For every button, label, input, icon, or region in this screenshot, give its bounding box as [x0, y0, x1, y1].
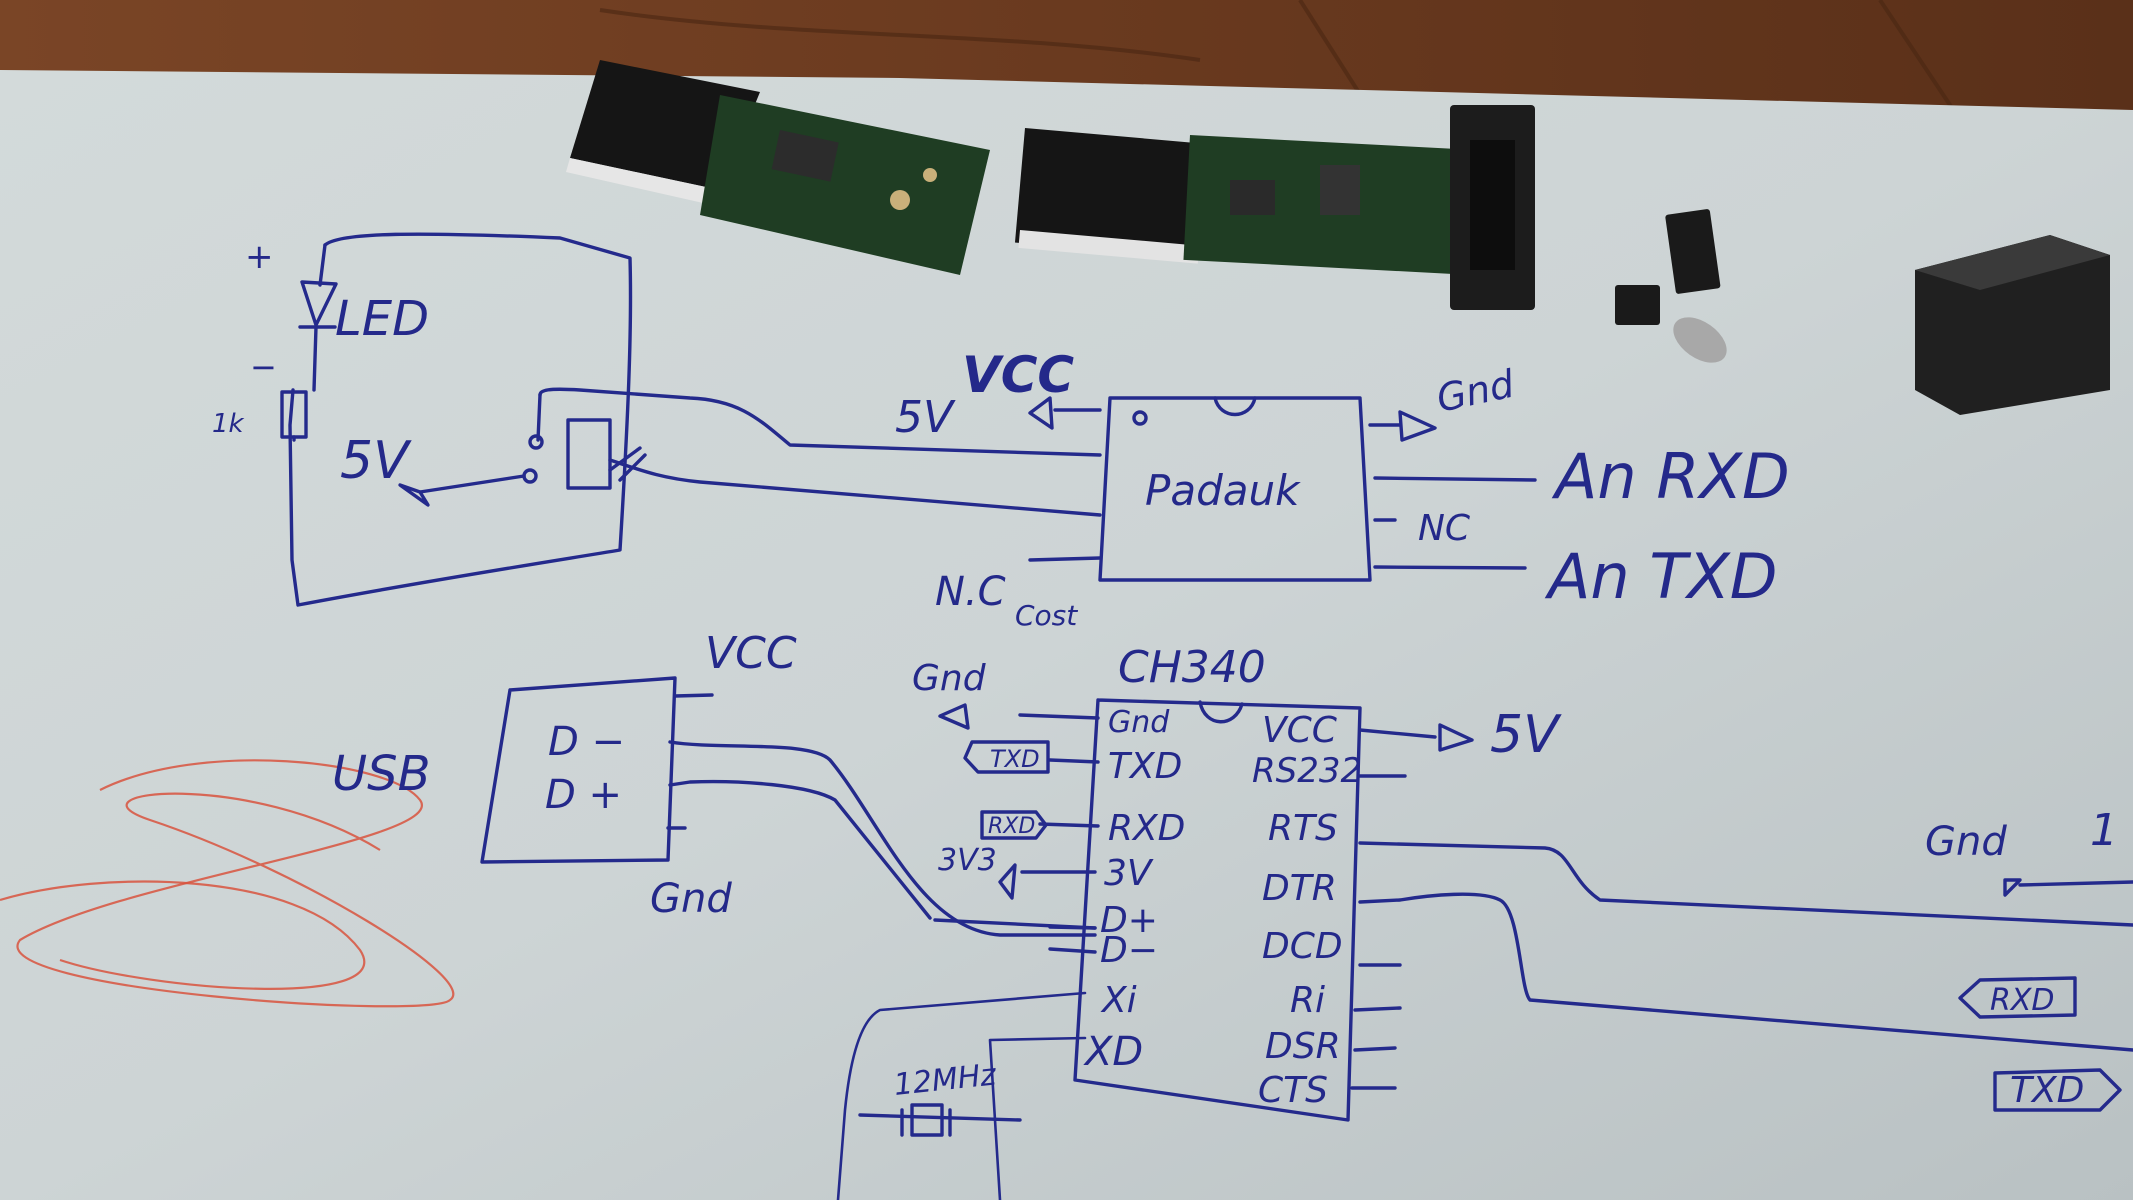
label-usb-vcc: VCC [705, 628, 797, 679]
ch340-pin-right-4: DTR [1262, 868, 1337, 909]
label-nc-right: NC [1418, 508, 1471, 549]
labels-usb: USB D − D + VCC Gnd [332, 628, 797, 922]
ch340-pin-right-5: DCD [1262, 926, 1343, 967]
padauk-chip [1028, 396, 1537, 582]
ch340-pin-right-3: RTS [1268, 808, 1338, 849]
label-tag-rxd: RXD [988, 814, 1035, 839]
label-usb-gnd: Gnd [650, 876, 732, 922]
black-cube [1915, 235, 2110, 415]
ch340-pin-right-1: VCC [1262, 710, 1338, 751]
ch340-pin-left-7: Xi [1100, 980, 1137, 1021]
labels-right-edge: Gnd 1 RXD TXD [1925, 805, 2118, 1111]
ch340-pin-left-8: XD [1083, 1029, 1143, 1075]
usb-connector [480, 676, 1097, 937]
label-plus: + [245, 237, 274, 277]
label-an-txd: An TXD [1544, 540, 1778, 613]
label-minus: − [250, 348, 277, 386]
label-nc-left: N.C [935, 569, 1006, 615]
ch340-pin-left-1: Gnd [1108, 705, 1170, 740]
ch340-pin-right-6: Ri [1290, 980, 1325, 1021]
label-d-minus: D − [548, 719, 625, 765]
ch340-pin-right-2: RS232 [1252, 751, 1362, 791]
label-tag-rxd-right: RXD [1990, 983, 2055, 1018]
label-ch340-gnd-left: Gnd [912, 658, 987, 699]
usb-stick-left [566, 60, 990, 275]
ch340-pin-left-3: RXD [1108, 808, 1185, 849]
label-one-right: 1 [2090, 805, 2118, 856]
loose-chips [1615, 209, 1727, 363]
ch340-pin-left-5: D+ [1100, 900, 1158, 941]
ch340-pin-left-4: 3V [1104, 853, 1154, 894]
paper-sheet [0, 70, 2133, 1200]
label-ch340-title: CH340 [1118, 642, 1266, 693]
ch340-pin-right-7: DSR [1265, 1026, 1341, 1067]
label-5v-left: 5V [895, 392, 956, 443]
label-an-rxd: An RXD [1551, 440, 1790, 513]
ch340-chip [836, 698, 2133, 1200]
label-resistor: 1k [212, 409, 245, 439]
label-led: LED [335, 291, 429, 347]
label-cost: Cost [1015, 599, 1078, 632]
label-usb: USB [332, 746, 431, 802]
label-tag-txd: TXD [990, 745, 1040, 773]
label-tag-txd-right: TXD [2010, 1070, 2084, 1111]
label-vcc-scribble: VCC [962, 346, 1074, 404]
label-d-plus: D + [545, 772, 622, 818]
ch340-pin-left-2: TXD [1108, 746, 1182, 787]
labels-top: + LED − 1k 5V 5V VCC Padauk Gnd An RXD N… [212, 237, 1790, 632]
ch340-pin-right-8: CTS [1258, 1070, 1328, 1111]
label-5v-supply: 5V [340, 431, 412, 491]
signal-tags [963, 740, 2133, 1112]
usb-stick-right [1014, 105, 1535, 310]
label-3v3: 3V3 [938, 843, 997, 878]
label-padauk: Padauk [1145, 466, 1301, 515]
label-ch340-5v: 5V [1490, 705, 1562, 765]
labels-ch340: CH340 Gnd TXD RXD 3V3 Gnd TXD RXD 3V D+ … [892, 642, 1562, 1111]
label-gnd-right: Gnd [1925, 819, 2007, 865]
red-scribble [0, 759, 455, 1008]
led-circuit [280, 232, 1102, 607]
ch340-pin-left-6: D− [1100, 930, 1158, 971]
